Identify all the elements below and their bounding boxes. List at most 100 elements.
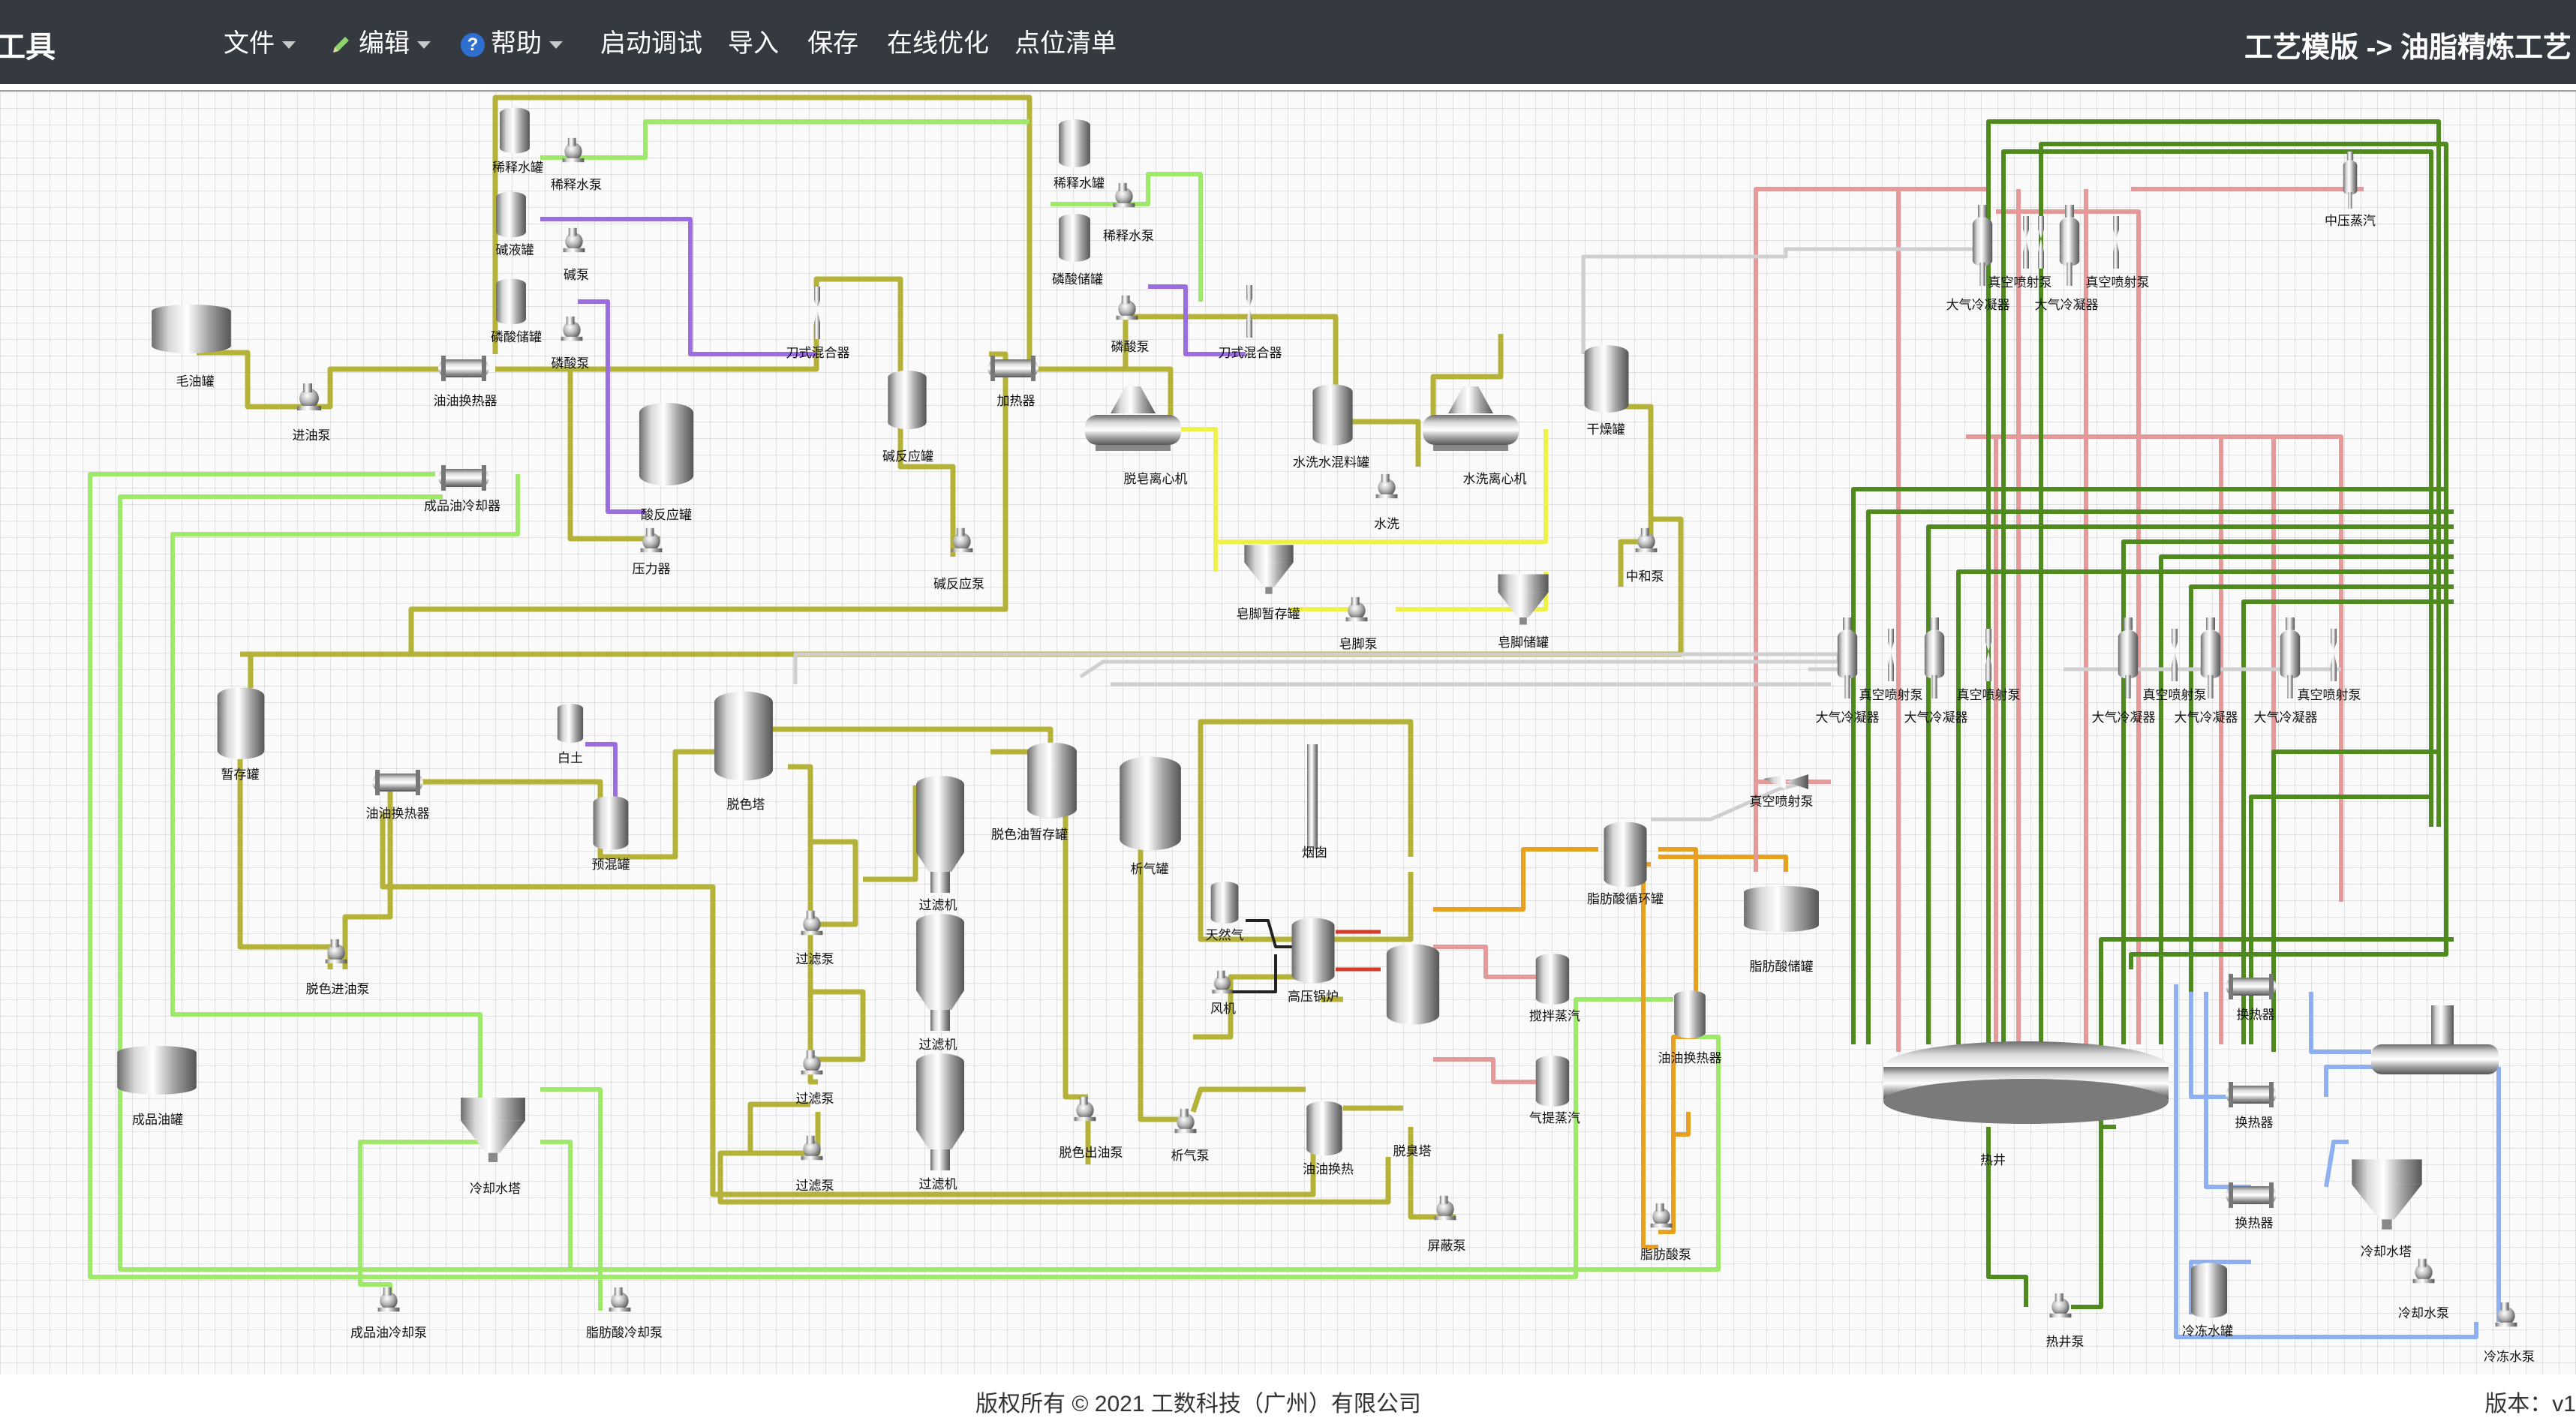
heater[interactable]: 加热器: [987, 356, 1039, 408]
shielded-pump[interactable]: 屏蔽泵: [1428, 1195, 1466, 1253]
product-oil-cooler[interactable]: 成品油冷却器: [424, 465, 500, 513]
alkali-reaction-tank[interactable]: 碱反应罐: [882, 370, 933, 464]
filter-pump-3[interactable]: 过滤泵: [796, 1135, 834, 1193]
menu-online-optimize[interactable]: 在线优化: [887, 29, 989, 58]
decolor-oil-temp-tank[interactable]: 脱色油暂存罐: [991, 742, 1077, 842]
natural-gas-tank[interactable]: 天然气: [1206, 881, 1244, 942]
vacuum-ejector-6[interactable]: 真空喷射泵: [2298, 629, 2361, 702]
barometric-condenser-6[interactable]: 大气冷凝器: [2175, 617, 2238, 725]
mid-pressure-steam[interactable]: 中压蒸汽: [2325, 152, 2376, 228]
chiller-unit[interactable]: [2371, 1005, 2499, 1074]
vacuum-ejector-4[interactable]: 真空喷射泵: [1957, 629, 2021, 702]
phosphoric-tank-1[interactable]: 磷酸储罐: [491, 278, 542, 344]
cooling-tower-1[interactable]: 冷却水塔: [461, 1098, 525, 1196]
vacuum-ejector-main[interactable]: 真空喷射泵: [1750, 774, 1814, 809]
oil-heat-exchange[interactable]: 油油换热: [1303, 1101, 1354, 1176]
hot-well[interactable]: 热井: [1883, 1041, 2169, 1167]
filter-pump-1[interactable]: 过滤泵: [796, 910, 834, 966]
vacuum-ejector-3[interactable]: 真空喷射泵: [1859, 629, 1923, 702]
chilled-water-pump[interactable]: 冷冻水泵: [2484, 1302, 2535, 1364]
dryer-tank[interactable]: 干燥罐: [1584, 345, 1629, 437]
fatty-acid-storage[interactable]: 脂肪酸储罐: [1744, 885, 1819, 974]
alkali-reaction-pump[interactable]: 碱反应泵: [933, 527, 984, 591]
dilute-water-tank-1[interactable]: 稀释水罐: [492, 107, 543, 175]
menu-debug[interactable]: 启动调试: [600, 29, 702, 58]
wash-centrifuge[interactable]: 水洗离心机: [1423, 386, 1527, 486]
alkali-tank[interactable]: 碱液罐: [496, 191, 534, 257]
premix-tank[interactable]: 预混罐: [592, 796, 630, 872]
heat-exchanger-b[interactable]: 换热器: [2226, 1082, 2277, 1130]
gas-separator-tank[interactable]: 析气罐: [1120, 756, 1181, 876]
alkali-pump[interactable]: 碱泵: [563, 227, 589, 282]
decolor-feed-pump[interactable]: 脱色进油泵: [306, 939, 370, 996]
process-canvas[interactable]: 毛油罐 进油泵 油油换热器 成品油冷却器 稀释水罐 稀释水泵 碱液罐 碱泵 磷酸…: [0, 90, 2576, 1374]
phosphoric-pump-2[interactable]: 磷酸泵: [1111, 295, 1150, 354]
chimney[interactable]: 烟囱: [1302, 744, 1327, 860]
stirring-steam[interactable]: 搅拌蒸汽: [1529, 954, 1580, 1023]
menu-save[interactable]: 保存: [807, 29, 858, 58]
oil-heat-exchanger-3[interactable]: 油油换热器: [1658, 990, 1722, 1065]
heat-exchanger-a[interactable]: 换热器: [2226, 974, 2277, 1022]
menu-help[interactable]: ?帮助: [461, 23, 563, 59]
menu-edit[interactable]: 编辑: [329, 23, 431, 59]
oil-heat-exchanger-2[interactable]: 油油换热器: [366, 770, 430, 821]
acid-reaction-tank[interactable]: 酸反应罐: [639, 402, 694, 522]
pressure-vessel[interactable]: 压力器: [633, 527, 671, 576]
deodorization-tower[interactable]: 脱臭塔: [1386, 944, 1440, 1158]
cooling-water-pump[interactable]: 冷却水泵: [2398, 1258, 2449, 1320]
cooling-tower-2[interactable]: 冷却水塔: [2352, 1159, 2422, 1259]
fan[interactable]: 风机: [1210, 970, 1236, 1016]
vacuum-ejector-5[interactable]: 真空喷射泵: [2143, 629, 2207, 702]
barometric-condenser-3[interactable]: 大气冷凝器: [1816, 617, 1880, 725]
menu-point-list[interactable]: 点位清单: [1014, 29, 1117, 58]
stripping-steam[interactable]: 气提蒸汽: [1529, 1056, 1580, 1125]
feed-pump[interactable]: 进油泵: [293, 383, 331, 443]
clay-hopper[interactable]: 白土: [557, 703, 584, 765]
hot-well-pump[interactable]: 热井泵: [2046, 1293, 2085, 1349]
decolor-tower[interactable]: 脱色塔: [714, 691, 773, 812]
filter-2[interactable]: 过滤机: [916, 914, 964, 1052]
filter-3[interactable]: 过滤机: [916, 1053, 964, 1191]
barometric-condenser-7[interactable]: 大气冷凝器: [2254, 617, 2318, 725]
fatty-acid-pump[interactable]: 脂肪酸泵: [1640, 1203, 1691, 1262]
soap-foot-storage[interactable]: 皂脚储罐: [1498, 574, 1549, 650]
heat-exchanger-c[interactable]: 换热器: [2226, 1182, 2277, 1230]
menu-import[interactable]: 导入: [728, 29, 779, 58]
vacuum-ejector-2[interactable]: 真空喷射泵: [2086, 216, 2150, 290]
product-oil-tank[interactable]: 成品油罐: [117, 1046, 197, 1127]
oil-heat-exchanger-1[interactable]: 油油换热器: [434, 356, 497, 408]
soap-foot-temp-tank[interactable]: 皂脚暂存罐: [1237, 545, 1300, 621]
vacuum-ejector-1[interactable]: 真空喷射泵: [1988, 216, 2052, 290]
filter-pump-2[interactable]: 过滤泵: [796, 1050, 834, 1106]
product-oil-cooling-pump[interactable]: 成品油冷却泵: [350, 1287, 427, 1340]
mixer-1[interactable]: 刀式混合器: [786, 287, 850, 360]
decolor-out-pump[interactable]: 脱色出油泵: [1060, 1096, 1123, 1160]
dilute-water-pump-2[interactable]: 稀释水泵: [1103, 182, 1154, 243]
barometric-condenser-5[interactable]: 大气冷凝器: [2092, 617, 2156, 725]
soap-foot-pump[interactable]: 皂脚泵: [1339, 596, 1378, 651]
barometric-condenser-4[interactable]: 大气冷凝器: [1904, 617, 1968, 725]
menu-file[interactable]: 文件: [224, 23, 296, 59]
neutralization-pump[interactable]: 中和泵: [1626, 527, 1664, 584]
dilute-water-tank-2[interactable]: 稀释水罐: [1054, 119, 1105, 191]
phosphoric-tank-2[interactable]: 磷酸储罐: [1052, 214, 1103, 287]
soap-centrifuge[interactable]: 脱皂离心机: [1085, 386, 1188, 486]
wash-pump[interactable]: 水洗: [1374, 473, 1399, 531]
wash-water-mix-tank[interactable]: 水洗水混料罐: [1293, 384, 1369, 470]
process-diagram[interactable]: 毛油罐 进油泵 油油换热器 成品油冷却器 稀释水罐 稀释水泵 碱液罐 碱泵 磷酸…: [0, 92, 2576, 1374]
gas-separator-pump[interactable]: 析气泵: [1171, 1108, 1210, 1163]
fatty-acid-cycle-tank[interactable]: 脂肪酸循环罐: [1587, 822, 1664, 907]
barometric-condenser-2[interactable]: 大气冷凝器: [2035, 205, 2099, 312]
filter-1[interactable]: 过滤机: [916, 776, 964, 912]
fatty-acid-cooling-pump[interactable]: 脂肪酸冷却泵: [586, 1287, 663, 1340]
phosphoric-pump-1[interactable]: 磷酸泵: [552, 316, 590, 371]
crude-tank[interactable]: 毛油罐: [152, 305, 231, 389]
svg-text:脱色塔: 脱色塔: [727, 798, 765, 812]
high-pressure-boiler[interactable]: 高压锅炉: [1288, 918, 1339, 1005]
mixer-2[interactable]: 刀式混合器: [1219, 285, 1282, 360]
buffer-tank[interactable]: 暂存罐: [217, 687, 265, 782]
barometric-condenser-1[interactable]: 大气冷凝器: [1946, 205, 2010, 312]
dilute-water-pump-1[interactable]: 稀释水泵: [551, 137, 602, 192]
app-brand[interactable]: 工具: [0, 31, 56, 64]
chilled-water-tank[interactable]: 冷冻水罐: [2182, 1263, 2233, 1338]
